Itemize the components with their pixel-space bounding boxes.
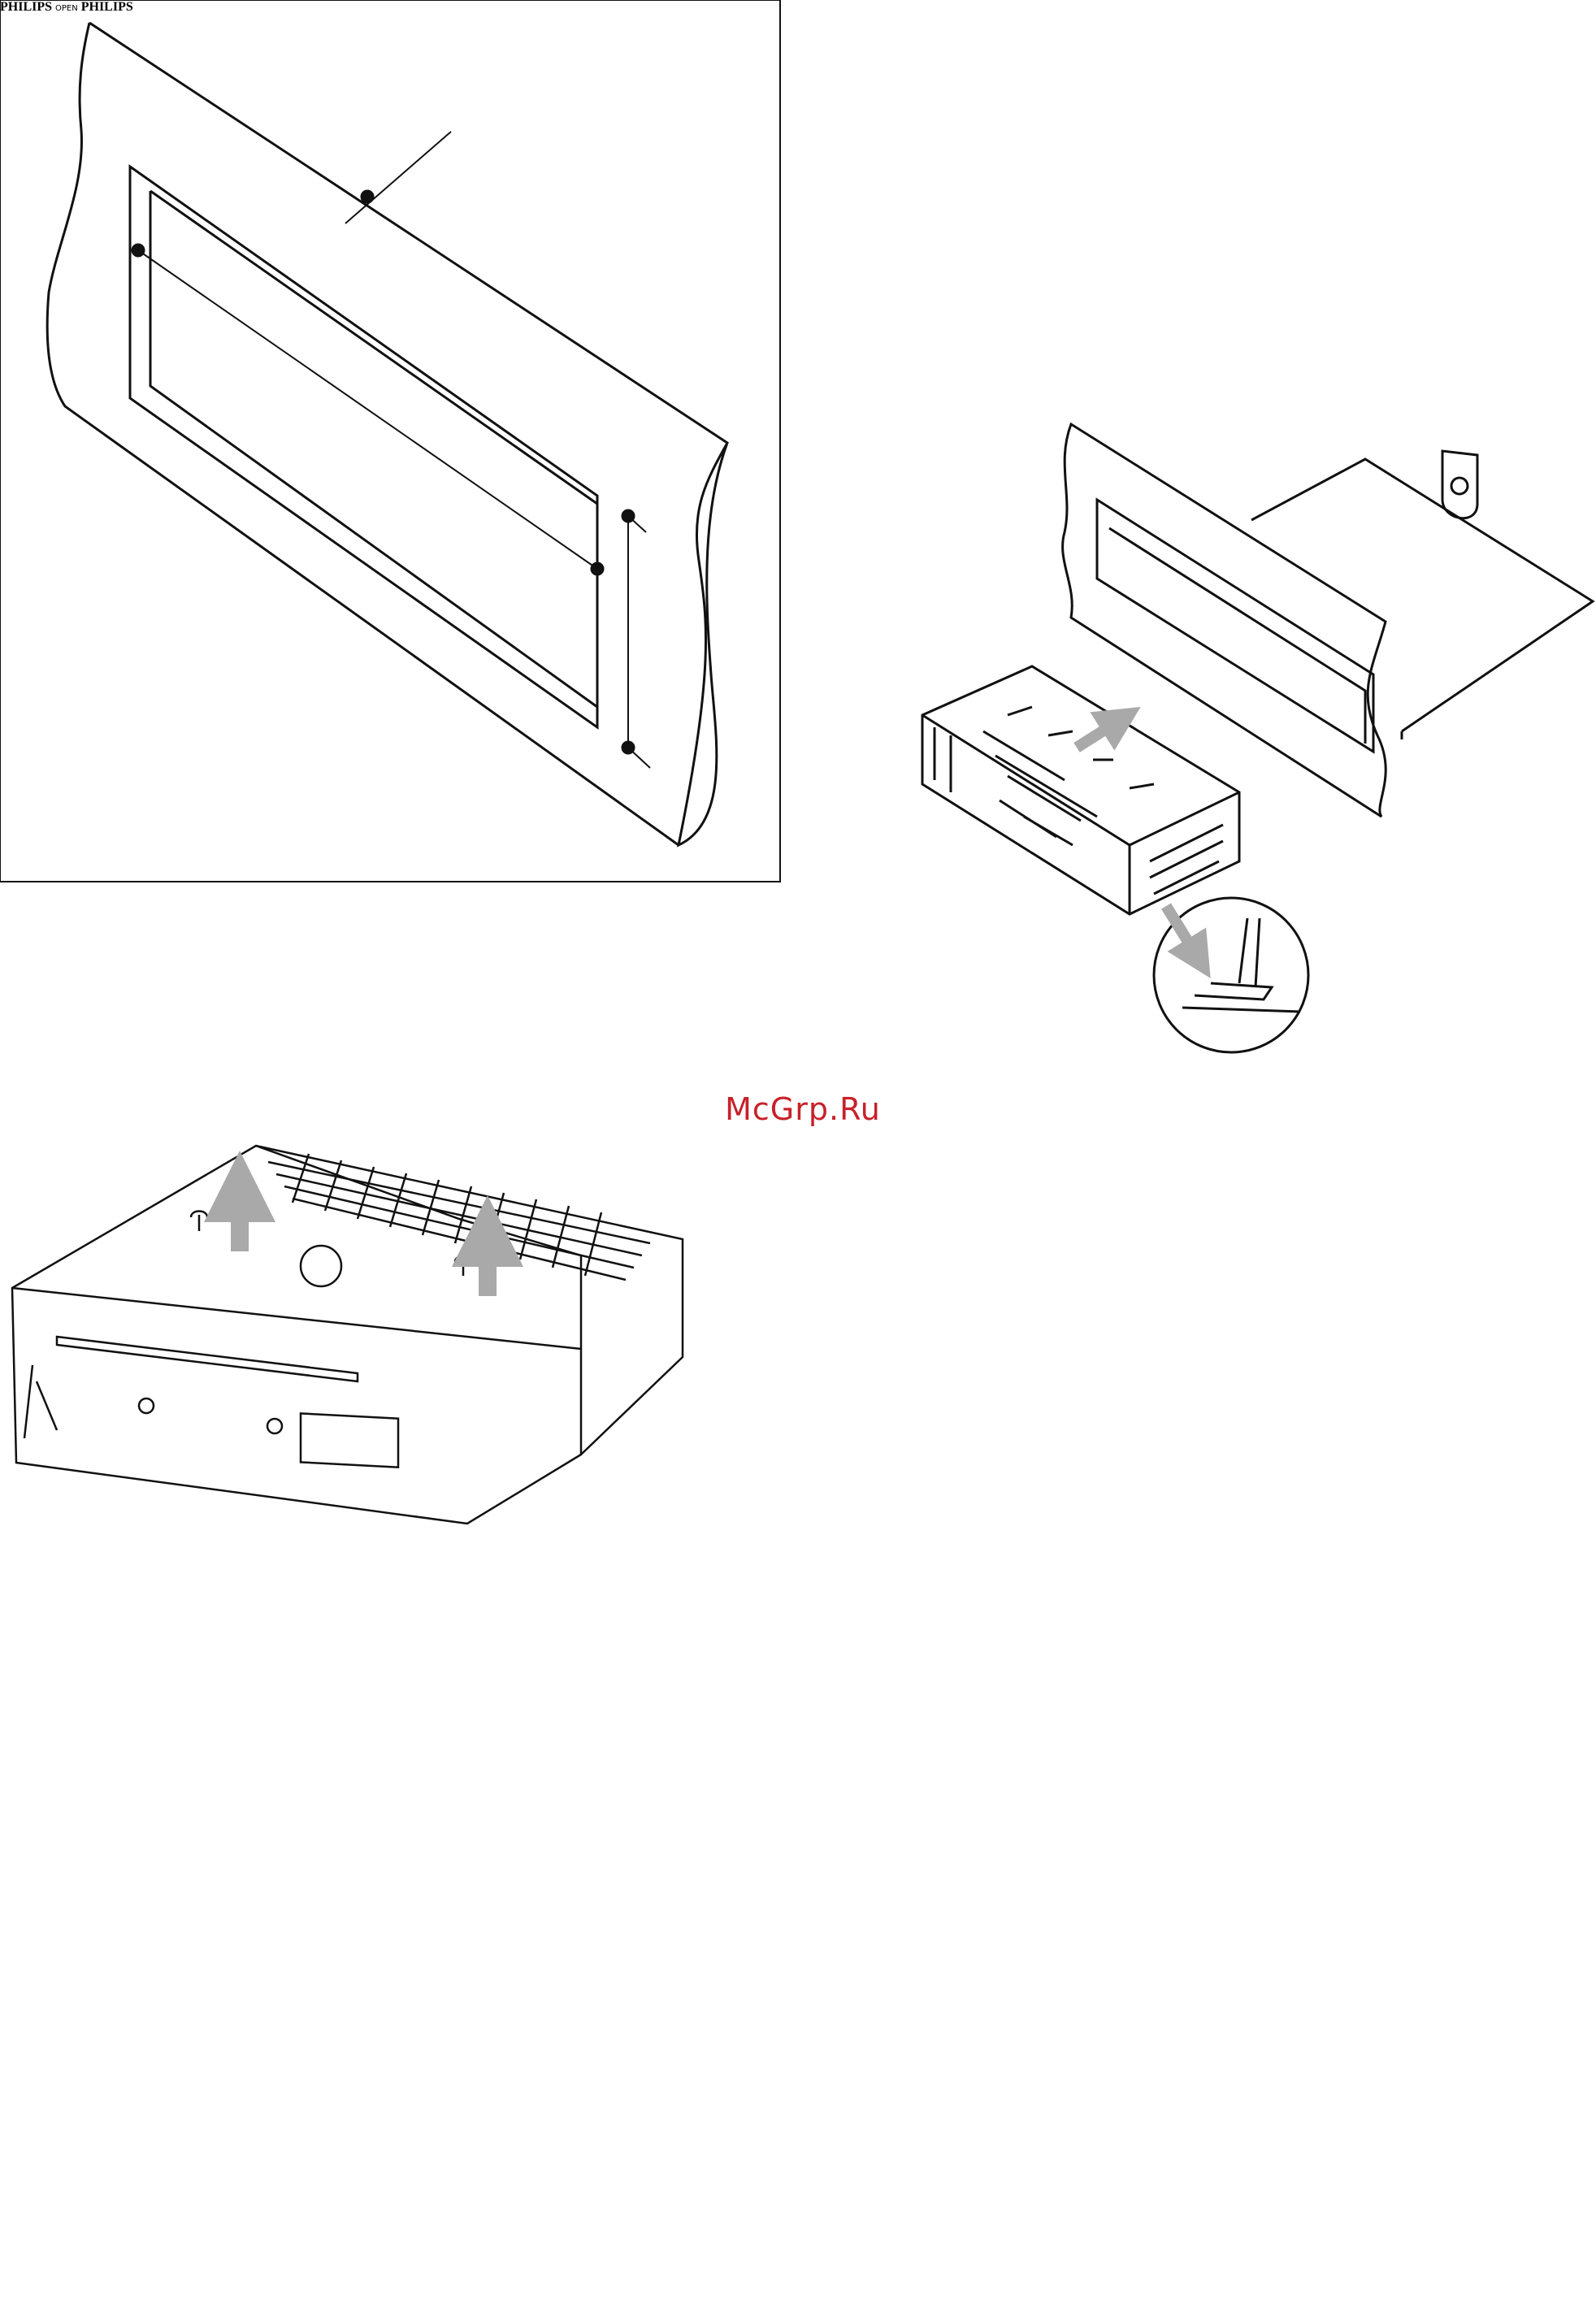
dimension-point — [622, 510, 634, 522]
figure-dashboard-opening — [0, 0, 780, 882]
insertion-arrow — [1077, 719, 1121, 748]
figure-frame — [0, 0, 780, 882]
opening-outer — [130, 167, 597, 727]
release-key-right — [455, 1256, 471, 1277]
dashboard-piece — [1063, 424, 1386, 817]
dimension-point — [362, 191, 373, 202]
figure-sleeve-insertion — [922, 424, 1593, 1052]
dashboard-shelf — [1251, 459, 1593, 731]
dashboard-piece-opening — [1097, 500, 1373, 752]
radio-chassis — [12, 1146, 581, 1524]
figure-unit-release — [12, 1146, 683, 1524]
dimension-point — [622, 742, 634, 753]
screwdriver-tab — [1182, 983, 1300, 1012]
disc-slot — [57, 1337, 358, 1381]
watermark: McGrp.Ru — [722, 1087, 884, 1131]
mounting-bracket — [1442, 451, 1477, 518]
mounting-sleeve — [922, 666, 1239, 914]
connector-block — [301, 1413, 398, 1467]
dimension-point — [592, 563, 603, 574]
release-key-left — [191, 1212, 207, 1232]
top-vents — [268, 1154, 650, 1280]
dashboard-panel — [47, 23, 727, 845]
